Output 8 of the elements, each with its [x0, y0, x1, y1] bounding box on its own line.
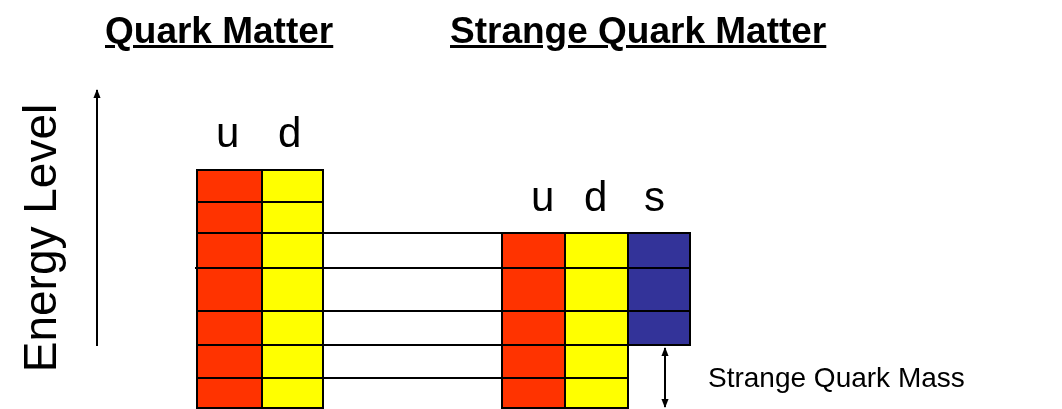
heading: Quark Matter: [105, 12, 334, 49]
quark-label: d: [278, 112, 302, 154]
quark-label: s: [644, 176, 665, 218]
quark-label: d: [584, 176, 608, 218]
heading: Strange Quark Matter: [450, 12, 827, 49]
quark-label: u: [531, 176, 555, 218]
quark-label: u: [216, 112, 240, 154]
annotation: Strange Quark Mass: [708, 364, 965, 392]
